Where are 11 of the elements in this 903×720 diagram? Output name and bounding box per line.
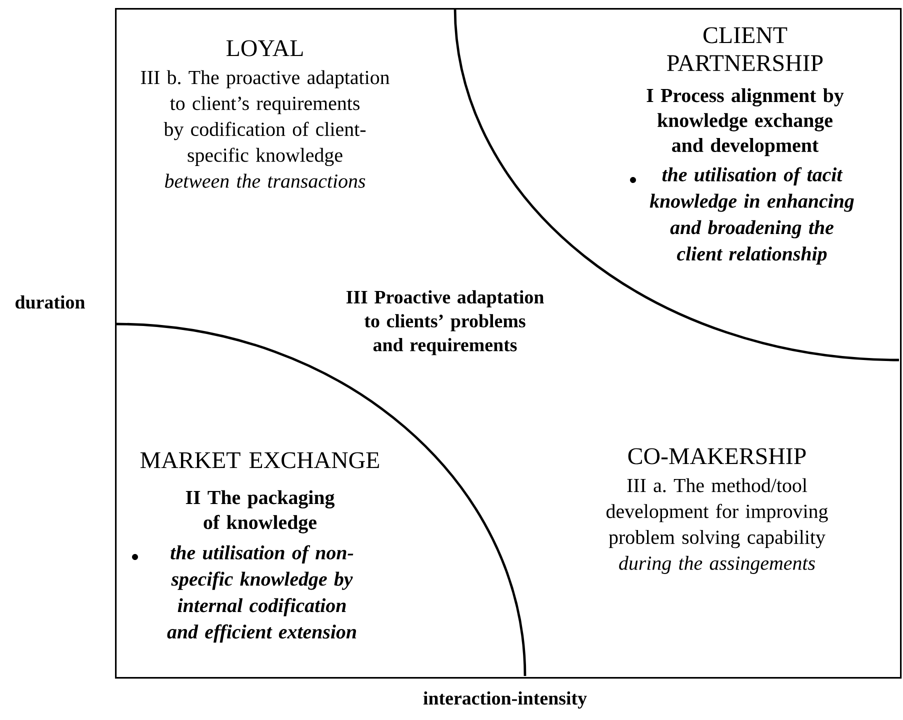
- quadrant-title: CO-MAKERSHIP: [628, 448, 806, 464]
- axis-label: duration: [16, 295, 85, 309]
- bullet-text: the utilisation of non-specific knowledge by internal codification and efficient extension: [167, 545, 356, 643]
- quadrant-description: III a. The method/tool development for improving problem solving capability during the assingements: [606, 478, 828, 574]
- central-strategy-text: III Proactive adaptation to clients’ problems and requirements: [346, 290, 544, 356]
- quadrant-description: III b. The proactive adaptation to client’s requirements by codification of client-specific knowledge between the transactions: [140, 70, 390, 188]
- axis-label: interaction-intensity: [423, 691, 587, 709]
- quadrant-title: MARKET EXCHANGE: [140, 452, 379, 468]
- quadrant-title: CLIENT PARTNERSHIP: [667, 27, 823, 72]
- bullet-text: the utilisation of tacit knowledge in enhancing and broadening the client relationship: [650, 167, 854, 265]
- quadrant-title: LOYAL: [226, 40, 303, 56]
